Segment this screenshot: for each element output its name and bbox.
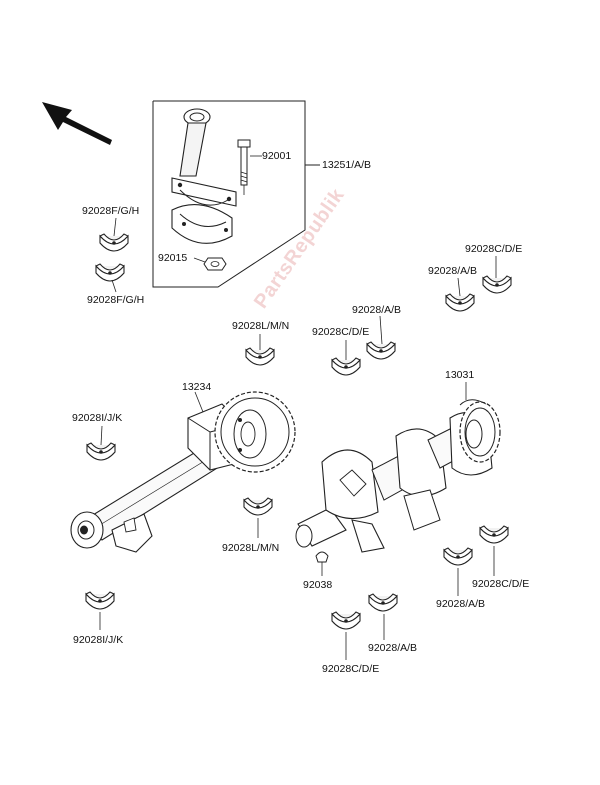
bearing-shell-fgh-top (99, 233, 129, 252)
front-arrow-icon (42, 102, 112, 145)
bearing-shell-lmn-top (245, 347, 275, 366)
label-92028ab-mid: 92028/A/B (352, 304, 402, 316)
bearing-shell-ijk-bot (85, 591, 115, 610)
balancer-shaft (70, 391, 296, 553)
bearing-shell-cde-topright (482, 275, 512, 294)
connecting-rod (171, 108, 237, 207)
bearing-shell-lmn-bot (243, 497, 273, 516)
label-92038: 92038 (303, 579, 333, 591)
bearing-shell-fgh-bot (95, 263, 125, 282)
label-13251: 13251/A/B (322, 159, 372, 171)
label-92028cde-bottomright: 92028C/D/E (472, 578, 530, 590)
rod-nut (193, 257, 227, 271)
label-92028ab-bottom: 92028/A/B (368, 642, 418, 654)
label-92028lmn-bot: 92028L/M/N (222, 542, 280, 554)
label-92028cde-mid: 92028C/D/E (312, 326, 370, 338)
bearing-shell-ab-topright (445, 293, 475, 312)
label-92028ab-bottomright: 92028/A/B (436, 598, 486, 610)
label-92028fgh-bot: 92028F/G/H (87, 294, 145, 306)
label-92028cde-bottom: 92028C/D/E (322, 663, 380, 675)
rod-cap (171, 204, 233, 244)
crankshaft (295, 382, 501, 553)
bearing-shell-cde-bottomright (479, 525, 509, 544)
label-92015: 92015 (158, 252, 188, 264)
woodruff-key (315, 551, 329, 563)
bearing-shell-ab-mid (366, 341, 396, 360)
bearing-shell-cde-mid (331, 357, 361, 376)
label-92028cde-topright: 92028C/D/E (465, 243, 523, 255)
bearing-shell-ab-bottom (368, 593, 398, 612)
label-92028ab-topright: 92028/A/B (428, 265, 478, 277)
leader-lines (99, 217, 497, 660)
rod-bolt (237, 139, 262, 195)
bearing-shell-cde-bottom (331, 611, 361, 630)
label-92001: 92001 (262, 150, 292, 162)
connecting-rod-kit-box (152, 100, 320, 288)
label-13031: 13031 (445, 369, 475, 381)
label-92028fgh-top: 92028F/G/H (82, 205, 140, 217)
label-92028ijk-bot: 92028I/J/K (73, 634, 124, 646)
label-13234: 13234 (182, 381, 212, 393)
bearing-shell-ab-bottomright (443, 547, 473, 566)
label-92028ijk-top: 92028I/J/K (72, 412, 123, 424)
label-92028lmn-top: 92028L/M/N (232, 320, 290, 332)
bearing-shell-ijk-top (86, 442, 116, 461)
